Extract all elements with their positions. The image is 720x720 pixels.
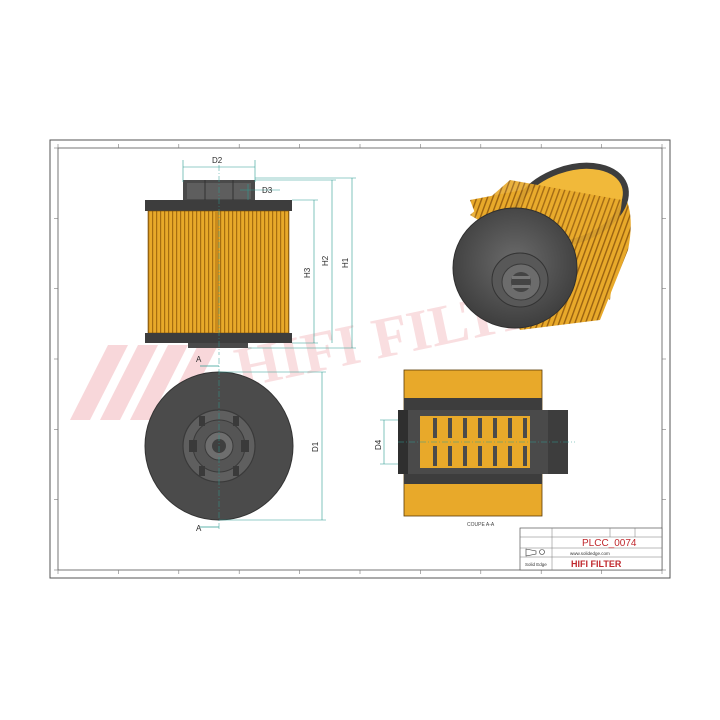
core-slot bbox=[478, 418, 482, 438]
title-block: PLCC_0074 www.solidedge.com Solid Edge H… bbox=[519, 527, 663, 571]
top-view bbox=[144, 358, 294, 530]
dimension-d1-label: D1 bbox=[311, 441, 320, 452]
dimension-h2-label: H2 bbox=[321, 255, 330, 266]
core-slot bbox=[493, 418, 497, 438]
core-slot bbox=[448, 418, 452, 438]
front-view bbox=[145, 165, 292, 355]
section-labels: D4 COUPE A-A bbox=[374, 439, 495, 528]
core-slot bbox=[508, 418, 512, 438]
dimension-d2-label: D2 bbox=[212, 156, 223, 165]
isometric-view bbox=[452, 162, 631, 330]
part-code: PLCC_0074 bbox=[582, 538, 637, 549]
front-dimension-labels: D2 D3 H3 H2 H1 bbox=[212, 156, 350, 278]
section-marker-bottom: A bbox=[196, 524, 202, 533]
top-view-dimensions bbox=[219, 371, 326, 521]
core-slot bbox=[463, 418, 467, 438]
section-view bbox=[398, 369, 575, 517]
core-slot bbox=[433, 418, 437, 438]
core-slot bbox=[448, 446, 452, 466]
section-dimensions bbox=[380, 419, 398, 465]
dimension-h3-label: H3 bbox=[303, 267, 312, 278]
core-slot bbox=[433, 446, 437, 466]
core-slot bbox=[508, 446, 512, 466]
core-slot bbox=[523, 418, 527, 438]
brand-name: HIFI FILTER bbox=[571, 559, 622, 569]
solid-edge-logo: Solid Edge bbox=[525, 562, 547, 567]
front-dimensions bbox=[182, 160, 356, 349]
dimension-h1-label: H1 bbox=[341, 257, 350, 268]
core-slot bbox=[493, 446, 497, 466]
section-caption: COUPE A-A bbox=[467, 522, 495, 528]
top-view-labels: A A D1 bbox=[196, 355, 320, 533]
section-marker-top: A bbox=[196, 355, 202, 364]
projection-symbol-icon bbox=[525, 548, 545, 557]
core-slot bbox=[478, 446, 482, 466]
core-slot bbox=[523, 446, 527, 466]
dimension-d3-label: D3 bbox=[262, 186, 273, 195]
drawing-frame bbox=[49, 139, 671, 579]
core-slot bbox=[463, 446, 467, 466]
website: www.solidedge.com bbox=[570, 551, 610, 556]
dimension-d4-label: D4 bbox=[374, 439, 383, 450]
